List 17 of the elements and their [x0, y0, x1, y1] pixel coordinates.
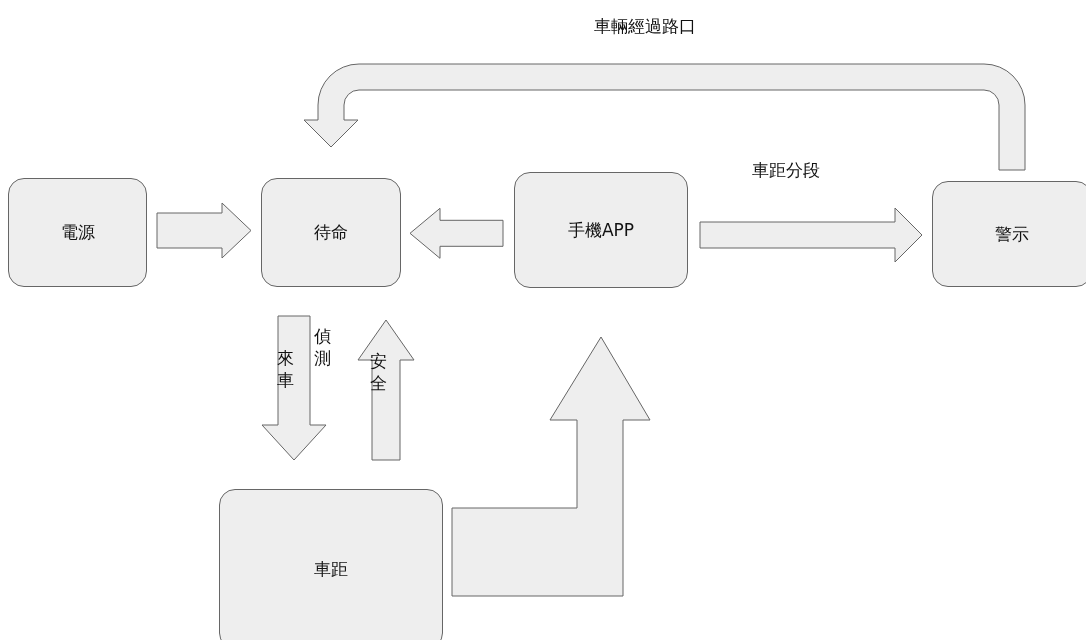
process-box: 警示 — [932, 181, 1086, 287]
block-arrow — [357, 319, 415, 461]
block-arrow — [303, 63, 1026, 171]
block-arrow — [451, 336, 651, 597]
edge-label: 來車 — [277, 347, 294, 392]
block-arrow — [156, 202, 252, 259]
block-arrow — [409, 207, 504, 259]
process-box: 待命 — [261, 178, 401, 287]
edge-label: 安全 — [370, 350, 387, 395]
process-box: 手機APP — [514, 172, 688, 288]
process-box: 車距 — [219, 489, 443, 640]
process-box: 電源 — [8, 178, 147, 287]
edge-label: 車輛經過路口 — [594, 16, 696, 37]
block-arrow — [699, 207, 923, 263]
edge-label: 車距分段 — [752, 160, 820, 181]
block-arrow — [261, 315, 327, 461]
note-label: 偵測 — [314, 325, 331, 370]
